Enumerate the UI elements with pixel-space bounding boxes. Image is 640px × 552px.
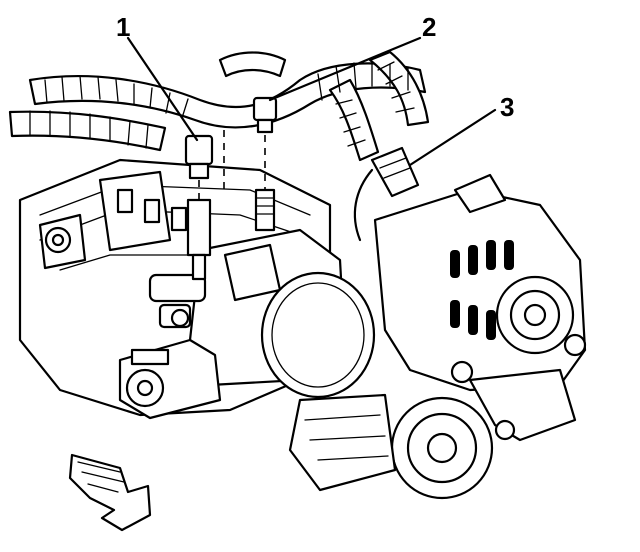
leader-line-3 <box>408 108 497 167</box>
front-direction-arrow-icon <box>68 453 152 532</box>
leader-line-2 <box>268 36 422 102</box>
round-cover <box>260 271 376 399</box>
generator <box>373 173 587 392</box>
wiring-harness <box>8 50 430 162</box>
sensor-1 <box>184 134 214 281</box>
mounting-bracket <box>468 368 577 442</box>
idle-air-motor <box>118 338 222 420</box>
leader-line-1 <box>126 36 199 142</box>
callout-number-3: 3 <box>500 92 514 122</box>
callout-leaders <box>126 36 497 167</box>
callout-number-1: 1 <box>116 12 130 42</box>
sensor-2 <box>223 96 278 232</box>
callout-number-2: 2 <box>422 12 436 42</box>
generator-connector <box>353 146 420 242</box>
pulley <box>288 393 494 500</box>
